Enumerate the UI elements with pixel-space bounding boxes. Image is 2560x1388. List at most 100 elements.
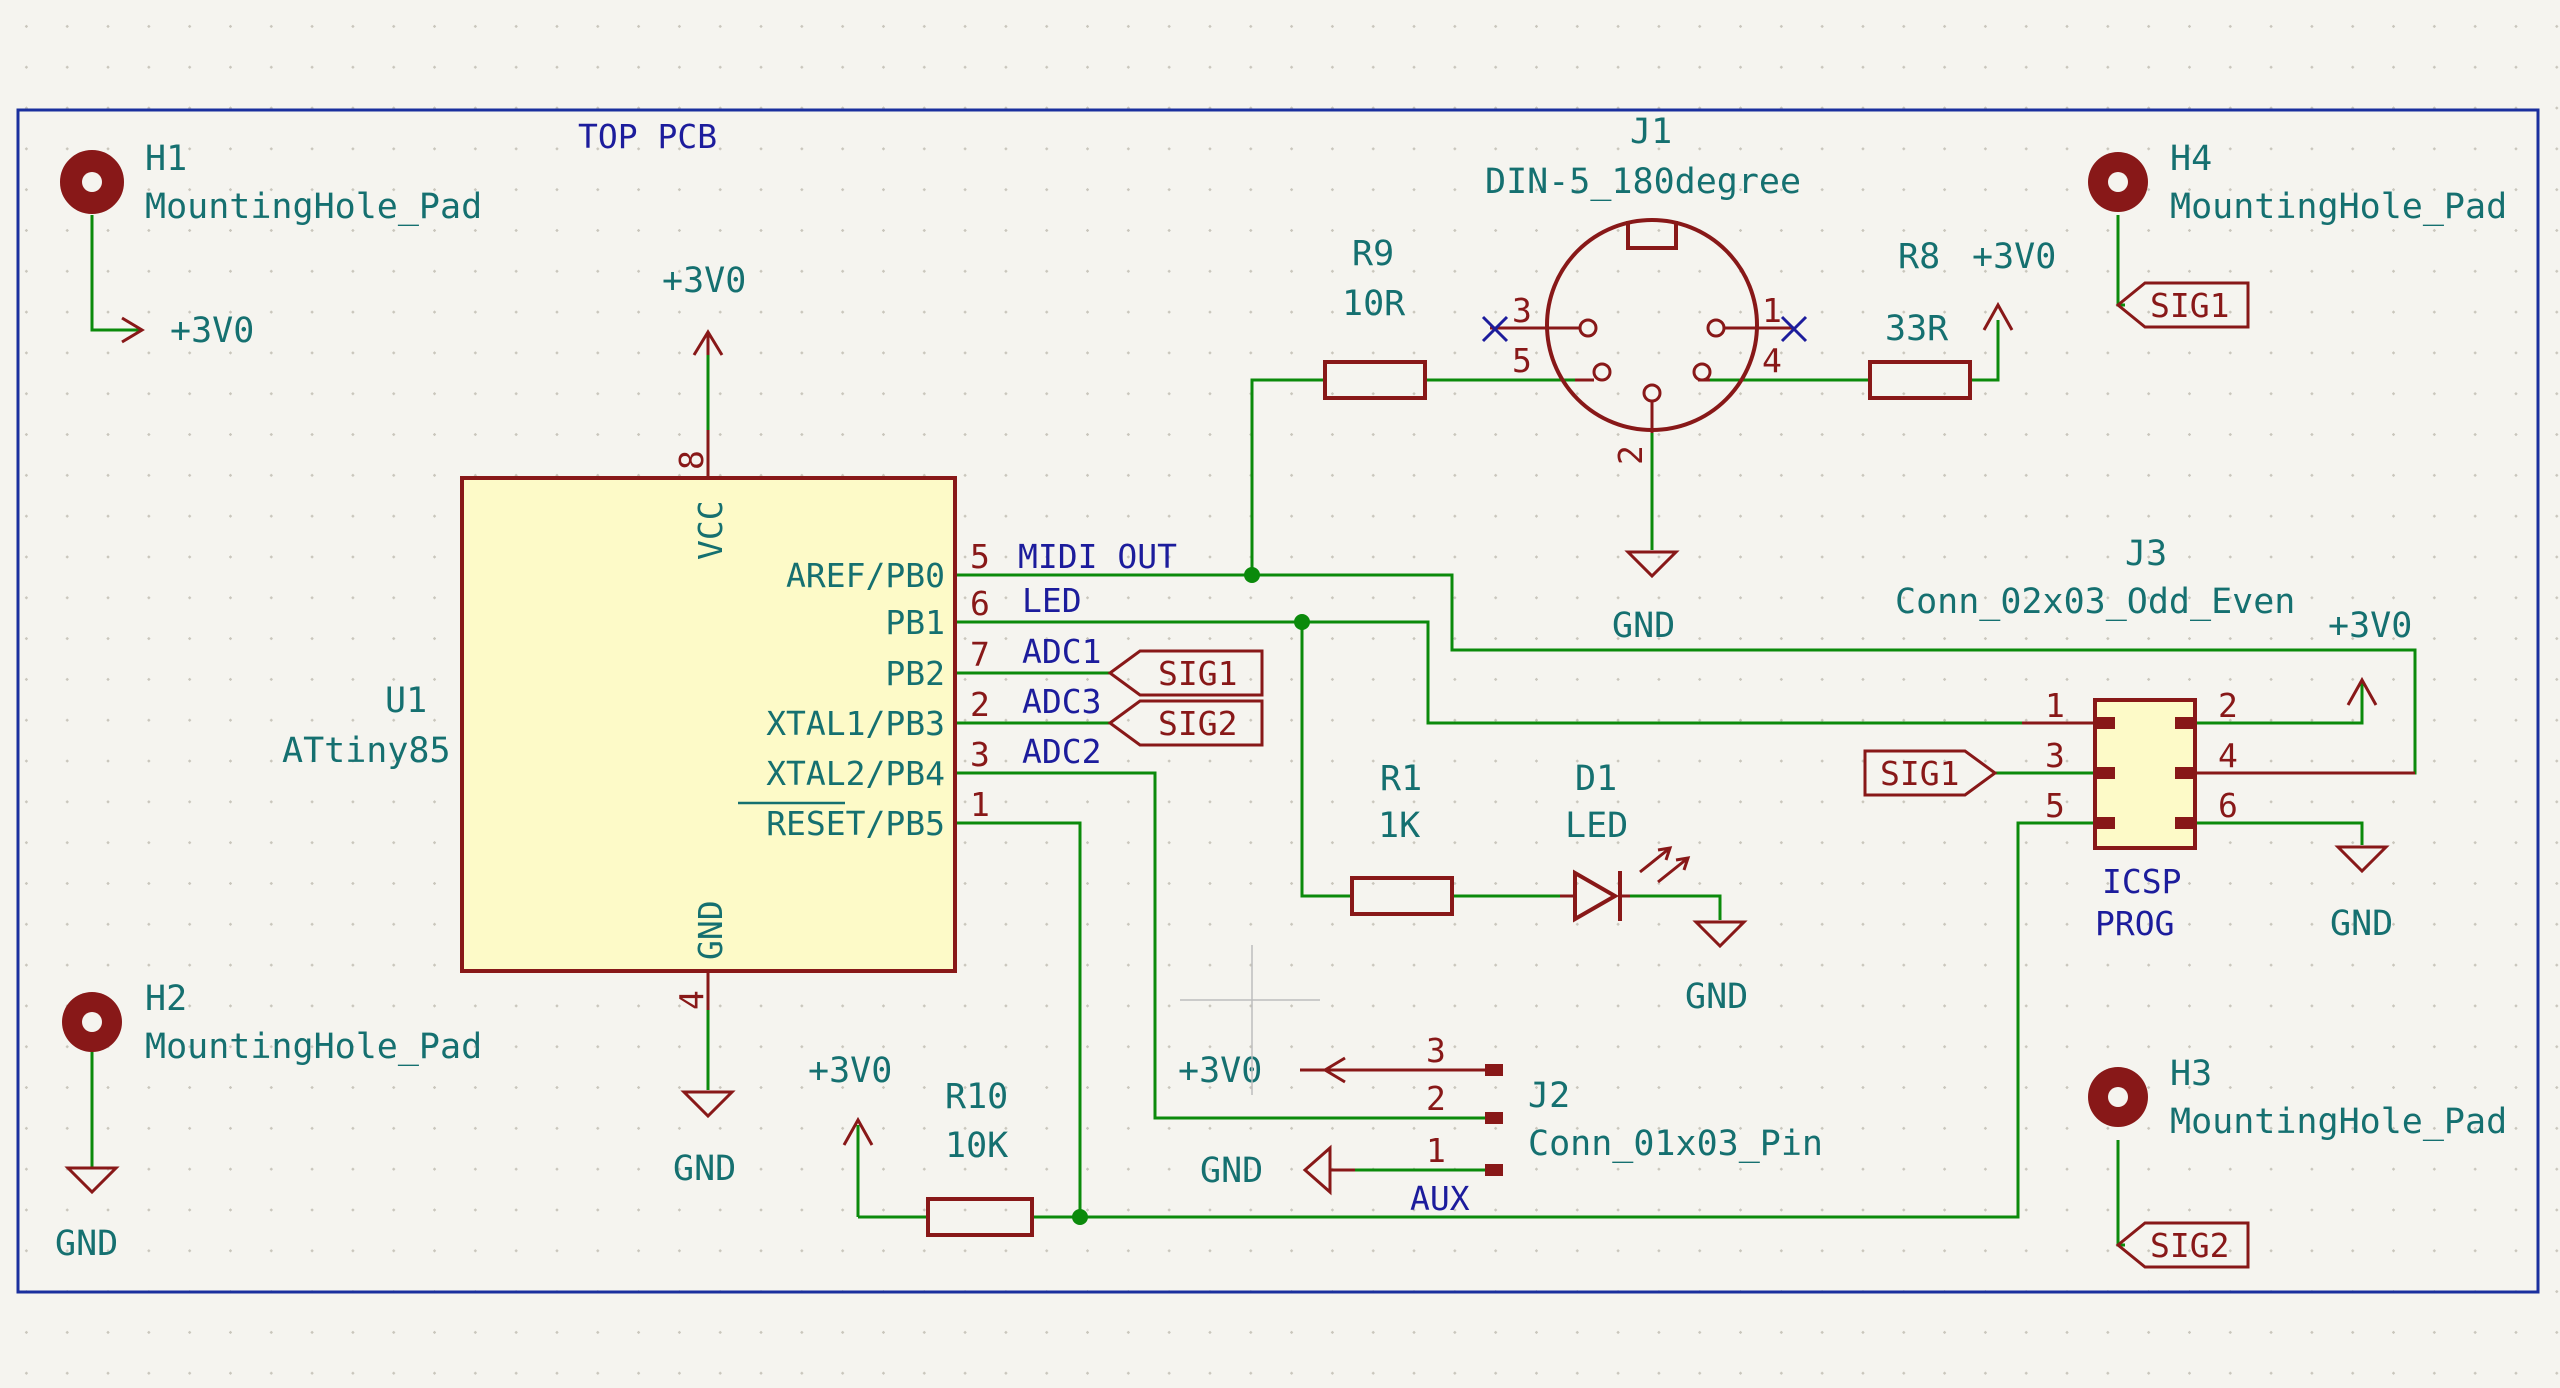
resistor-r10[interactable]: R10 10K bbox=[926, 1077, 1034, 1237]
svg-text:5: 5 bbox=[2045, 786, 2065, 825]
power-gnd-h2: GND bbox=[55, 1166, 120, 1264]
cursor-crosshair bbox=[1180, 945, 1320, 1095]
u1-ref: U1 bbox=[385, 681, 427, 721]
hier-label-sig2-u1[interactable]: SIG2 bbox=[1107, 699, 1264, 747]
mounting-hole-h4[interactable]: H4 MountingHole_Pad bbox=[2088, 139, 2507, 227]
resistor-r8[interactable]: R8 33R bbox=[1868, 237, 1972, 400]
hier-label-sig1-u1[interactable]: SIG1 bbox=[1107, 649, 1264, 697]
h3-ref: H3 bbox=[2170, 1054, 2212, 1094]
sheet-frame bbox=[16, 108, 2540, 1294]
junction-reset bbox=[1072, 1209, 1088, 1225]
r9-ref: R9 bbox=[1352, 234, 1394, 274]
power-3v0-u1: +3V0 bbox=[662, 261, 746, 356]
mounting-hole-h2[interactable]: H2 MountingHole_Pad bbox=[62, 979, 482, 1067]
svg-text:2: 2 bbox=[1426, 1079, 1446, 1118]
svg-text:2: 2 bbox=[2218, 686, 2238, 725]
svg-text:PB1: PB1 bbox=[885, 603, 945, 642]
r8-value: 33R bbox=[1885, 309, 1949, 349]
h3-value: MountingHole_Pad bbox=[2170, 1102, 2507, 1142]
svg-text:+3V0: +3V0 bbox=[1178, 1051, 1262, 1091]
u1-pin-pb2[interactable]: PB2 7 ADC1 bbox=[885, 632, 1101, 693]
svg-text:ADC1: ADC1 bbox=[1022, 632, 1101, 671]
r1-value: 1K bbox=[1378, 806, 1420, 846]
r8-ref: R8 bbox=[1898, 237, 1940, 277]
svg-text:SIG1: SIG1 bbox=[2150, 286, 2229, 325]
power-gnd-j2: GND bbox=[1200, 1144, 1355, 1196]
hier-label-sig1-h4[interactable]: SIG1 bbox=[2115, 281, 2250, 329]
wires bbox=[90, 215, 2417, 1247]
svg-text:GND: GND bbox=[691, 900, 730, 960]
u1-pin-pb5[interactable]: RESET/PB5 1 bbox=[738, 785, 990, 843]
power-gnd-led: GND bbox=[1685, 920, 1748, 1017]
svg-text:3: 3 bbox=[970, 735, 990, 774]
u1-pin-pb3[interactable]: XTAL1/PB3 2 ADC3 bbox=[766, 682, 1101, 743]
resistor-r9[interactable]: R9 10R bbox=[1323, 234, 1427, 400]
u1-value: ATtiny85 bbox=[282, 731, 451, 771]
led-d1[interactable]: D1 LED bbox=[1560, 759, 1691, 923]
r9-value: 10R bbox=[1342, 284, 1406, 324]
svg-text:3: 3 bbox=[1426, 1031, 1446, 1070]
h4-ref: H4 bbox=[2170, 139, 2212, 179]
svg-text:SIG1: SIG1 bbox=[1158, 654, 1237, 693]
svg-text:1: 1 bbox=[970, 785, 990, 824]
power-3v0-h1: +3V0 bbox=[121, 311, 254, 351]
u1-attiny85[interactable]: U1 ATtiny85 8 VCC 4 GND AREF/PB0 5 MIDI … bbox=[282, 430, 1177, 1010]
j3-label-prog: PROG bbox=[2095, 904, 2174, 943]
connector-j3-icsp[interactable]: 1 2 3 4 5 6 J3 Conn_02x03_Odd_Even ICSP … bbox=[1895, 534, 2415, 943]
svg-text:3: 3 bbox=[1512, 291, 1532, 330]
mounting-hole-h1[interactable]: H1 MountingHole_Pad bbox=[60, 139, 482, 227]
sheet-title: TOP PCB bbox=[578, 117, 717, 156]
power-3v0-j2: +3V0 bbox=[1178, 1051, 1440, 1091]
svg-text:1: 1 bbox=[1762, 291, 1782, 330]
svg-text:XTAL1/PB3: XTAL1/PB3 bbox=[766, 704, 945, 743]
u1-pin-pb0[interactable]: AREF/PB0 5 MIDI OUT bbox=[786, 537, 1177, 595]
svg-text:AREF/PB0: AREF/PB0 bbox=[786, 556, 945, 595]
svg-text:+3V0: +3V0 bbox=[2328, 606, 2412, 646]
svg-text:1: 1 bbox=[2045, 686, 2065, 725]
svg-text:XTAL2/PB4: XTAL2/PB4 bbox=[766, 754, 945, 793]
h1-value: MountingHole_Pad bbox=[145, 187, 482, 227]
u1-pin-pb1[interactable]: PB1 6 LED bbox=[885, 581, 1081, 642]
u1-pin-pb4[interactable]: XTAL2/PB4 3 ADC2 bbox=[766, 732, 1101, 793]
svg-text:4: 4 bbox=[672, 990, 711, 1010]
svg-text:8: 8 bbox=[672, 450, 711, 470]
svg-text:PB2: PB2 bbox=[885, 654, 945, 693]
svg-text:+3V0: +3V0 bbox=[170, 311, 254, 351]
connector-j1-din5[interactable]: 3 1 5 4 2 J1 DIN-5_180degree bbox=[1481, 112, 1808, 465]
h1-ref: H1 bbox=[145, 139, 187, 179]
svg-text:+3V0: +3V0 bbox=[808, 1051, 892, 1091]
connector-j2[interactable]: 3 2 1 J2 Conn_01x03_Pin AUX bbox=[1410, 1031, 1823, 1218]
h4-value: MountingHole_Pad bbox=[2170, 187, 2507, 227]
svg-text:4: 4 bbox=[2218, 736, 2238, 775]
d1-ref: D1 bbox=[1575, 759, 1617, 799]
j3-value: Conn_02x03_Odd_Even bbox=[1895, 582, 2295, 622]
svg-text:GND: GND bbox=[55, 1224, 118, 1264]
junction-led bbox=[1294, 614, 1310, 630]
svg-text:SIG2: SIG2 bbox=[1158, 704, 1237, 743]
power-gnd-j3: GND bbox=[2330, 845, 2393, 944]
hier-label-sig2-h3[interactable]: SIG2 bbox=[2115, 1221, 2250, 1269]
power-3v0-r8: +3V0 bbox=[1972, 237, 2056, 331]
svg-text:RESET/PB5: RESET/PB5 bbox=[766, 804, 945, 843]
j2-ref: J2 bbox=[1528, 1076, 1570, 1116]
r1-ref: R1 bbox=[1380, 759, 1422, 799]
j2-net-aux: AUX bbox=[1410, 1179, 1470, 1218]
h2-value: MountingHole_Pad bbox=[145, 1027, 482, 1067]
r10-value: 10K bbox=[945, 1126, 1008, 1166]
svg-text:3: 3 bbox=[2045, 736, 2065, 775]
resistor-r1[interactable]: R1 1K bbox=[1350, 759, 1454, 916]
junction-midi bbox=[1244, 567, 1260, 583]
svg-text:ADC3: ADC3 bbox=[1022, 682, 1101, 721]
svg-text:GND: GND bbox=[1612, 606, 1675, 646]
svg-text:2: 2 bbox=[970, 685, 990, 724]
h2-ref: H2 bbox=[145, 979, 187, 1019]
svg-text:GND: GND bbox=[673, 1149, 736, 1189]
svg-text:GND: GND bbox=[1200, 1151, 1263, 1191]
svg-text:MIDI OUT: MIDI OUT bbox=[1018, 537, 1177, 576]
mounting-hole-h3[interactable]: H3 MountingHole_Pad bbox=[2088, 1054, 2507, 1142]
hier-label-sig1-j3[interactable]: SIG1 bbox=[1863, 749, 1998, 797]
d1-value: LED bbox=[1565, 806, 1628, 846]
power-3v0-j3: +3V0 bbox=[2328, 606, 2412, 706]
power-gnd-u1: GND bbox=[673, 1090, 736, 1189]
